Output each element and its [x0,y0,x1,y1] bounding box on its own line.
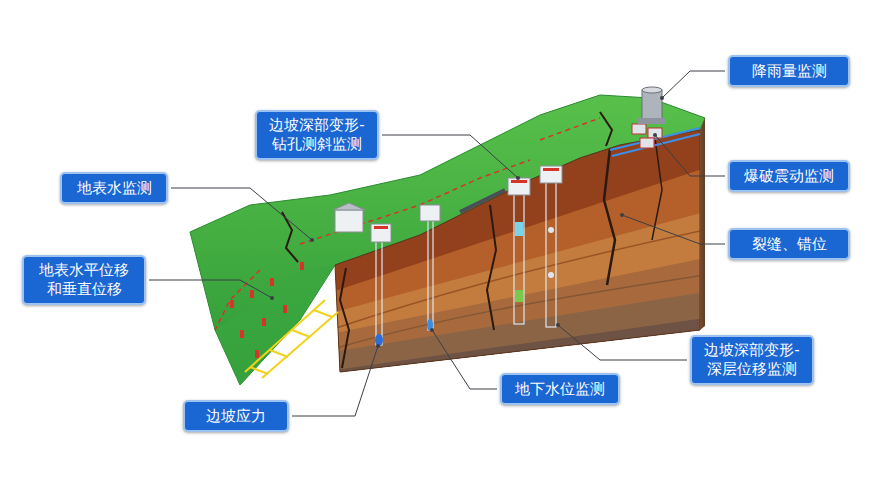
leader-line [292,346,378,416]
surface-crack [282,212,298,262]
leader-line [655,135,725,176]
leader-line [382,135,518,178]
leader-line [662,71,725,98]
pipe [460,190,505,212]
surface-crack [600,112,612,146]
callout-text: 边坡深部变形- 深层位移监测 [702,341,802,379]
leader-dot [376,344,380,348]
blast-sensors [610,124,700,156]
leader-dot [270,296,274,300]
callout-box: 爆破震动监测 [728,160,850,192]
soil-layers [320,110,720,410]
callout-text: 地表水监测 [77,179,152,198]
leader-dot [516,176,520,180]
rain-gauge [638,87,666,124]
callout-text: 边坡应力 [206,407,266,426]
leader-dot [660,96,664,100]
leader-dot [310,238,314,242]
section-outline [335,130,700,372]
callout-box: 边坡应力 [183,400,289,432]
callout-text: 爆破震动监测 [744,167,834,186]
leader-dot [620,213,624,217]
callout-box: 边坡深部变形- 钻孔测斜监测 [255,110,379,160]
leader-line [622,215,725,244]
callout-text: 降雨量监测 [752,62,827,81]
callout-box: 降雨量监测 [728,55,850,87]
side-face [700,118,705,330]
leader-dot [653,133,657,137]
leader-line [149,280,272,298]
leader-line [171,188,312,240]
callout-text: 地表水平位移 和垂直位移 [34,261,134,299]
stress-frame [245,300,338,378]
boreholes [375,182,556,346]
leader-dot [430,328,434,332]
callout-text: 地下水位监测 [515,380,605,399]
callout-box: 地表水监测 [60,172,168,204]
displacement-markers [230,262,304,358]
callout-box: 地表水平位移 和垂直位移 [22,255,146,305]
callout-box: 裂缝、错位 [728,228,850,260]
callout-box: 地下水位监测 [500,373,620,405]
leader-line [558,325,687,360]
callout-text: 裂缝、错位 [752,235,827,254]
monitor-cabinets [333,166,562,242]
callout-text: 边坡深部变形- 钻孔测斜监测 [267,116,367,154]
leader-dot [556,323,560,327]
leader-line [432,330,497,389]
callout-box: 边坡深部变形- 深层位移监测 [690,335,814,385]
